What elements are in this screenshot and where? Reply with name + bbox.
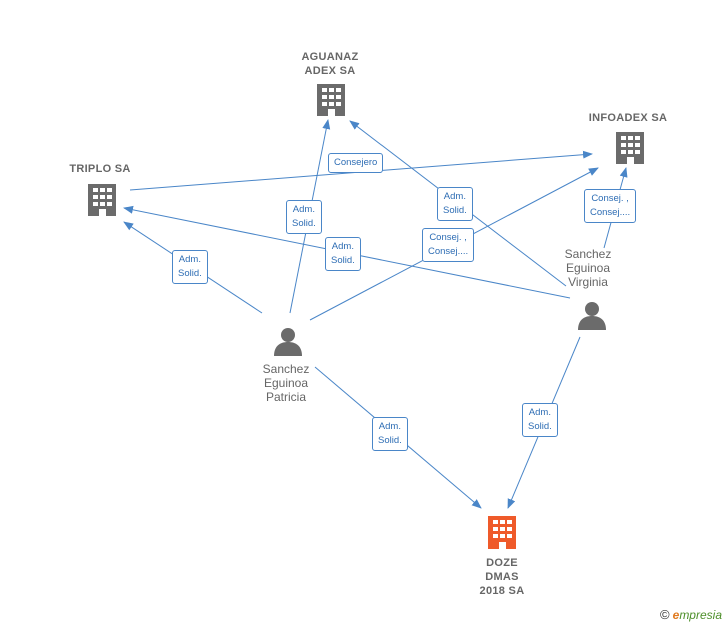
edge-label-text: Solid.: [331, 255, 355, 266]
company-label-aguanaz: AGUANAZ ADEX SA: [290, 50, 370, 78]
person-icon-virginia: [578, 302, 606, 330]
person-name-line: Sanchez: [564, 247, 612, 261]
company-name-line: 2018 SA: [479, 585, 525, 597]
edge-label-virginia-infoadex[interactable]: Consej. , Consej....: [584, 189, 637, 223]
building-icon-infoadex: [616, 132, 644, 164]
edge-label-patricia-aguanaz[interactable]: Adm. Solid.: [286, 200, 322, 234]
person-name-line: Eguinoa: [565, 261, 611, 275]
footer-brand[interactable]: ©empresia: [660, 607, 722, 622]
person-label-virginia: Sanchez Eguinoa Virginia: [548, 247, 628, 289]
edge-label-text: Adm.: [528, 407, 551, 418]
company-name-line: AGUANAZ: [301, 51, 359, 63]
edge-label-text: Consej....: [590, 207, 631, 218]
edge-label-text: Adm.: [378, 421, 401, 432]
edge-label-virginia-triplo[interactable]: Adm. Solid.: [325, 237, 361, 271]
person-icon-patricia: [274, 328, 302, 356]
company-name-line: INFOADEX SA: [588, 112, 668, 124]
person-name-line: Patricia: [265, 390, 306, 404]
edge-label-text: Adm.: [178, 254, 201, 265]
empresia-logo: empresia: [673, 608, 722, 622]
edge-label-text: Solid.: [443, 205, 467, 216]
company-name-line: TRIPLO SA: [69, 163, 131, 175]
edge-label-virginia-doze[interactable]: Adm. Solid.: [522, 403, 558, 437]
edge-label-text: Adm.: [292, 204, 315, 215]
person-name-line: Sanchez: [262, 362, 310, 376]
building-icon-aguanaz: [317, 84, 345, 116]
logo-initial: e: [672, 608, 680, 622]
edge-label-text: Consejero: [334, 157, 378, 168]
person-name-line: Virginia: [568, 275, 608, 289]
edge-label-text: Solid.: [178, 268, 202, 279]
company-label-triplo: TRIPLO SA: [60, 162, 140, 176]
edge-label-text: Adm.: [331, 241, 354, 252]
company-name-line: DOZE: [486, 557, 518, 569]
building-icon-triplo: [88, 184, 116, 216]
edge-label-text: Adm.: [443, 191, 466, 202]
person-name-line: Eguinoa: [263, 376, 309, 390]
company-name-line: DMAS: [485, 571, 519, 583]
edge-label-text: Consej....: [428, 246, 469, 257]
logo-text: mpresia: [679, 608, 722, 622]
edge-label-text: Solid.: [378, 435, 402, 446]
company-label-doze: DOZE DMAS 2018 SA: [462, 556, 542, 598]
person-label-patricia: Sanchez Eguinoa Patricia: [246, 362, 326, 404]
edge-label-text: Consej. ,: [429, 232, 467, 243]
edge-label-consejero[interactable]: Consejero: [328, 153, 384, 173]
copyright-symbol: ©: [660, 607, 670, 622]
company-name-line: ADEX SA: [304, 65, 356, 77]
edge-label-patricia-infoadex[interactable]: Consej. , Consej....: [422, 228, 475, 262]
edge-label-patricia-triplo[interactable]: Adm. Solid.: [172, 250, 208, 284]
edge-label-patricia-doze[interactable]: Adm. Solid.: [372, 417, 408, 451]
building-icon-doze: [488, 516, 516, 549]
edge-label-text: Solid.: [528, 421, 552, 432]
company-label-infoadex: INFOADEX SA: [578, 111, 678, 125]
edge-label-text: Consej. ,: [591, 193, 629, 204]
edge-label-virginia-aguanaz[interactable]: Adm. Solid.: [437, 187, 473, 221]
edge-label-text: Solid.: [292, 218, 316, 229]
